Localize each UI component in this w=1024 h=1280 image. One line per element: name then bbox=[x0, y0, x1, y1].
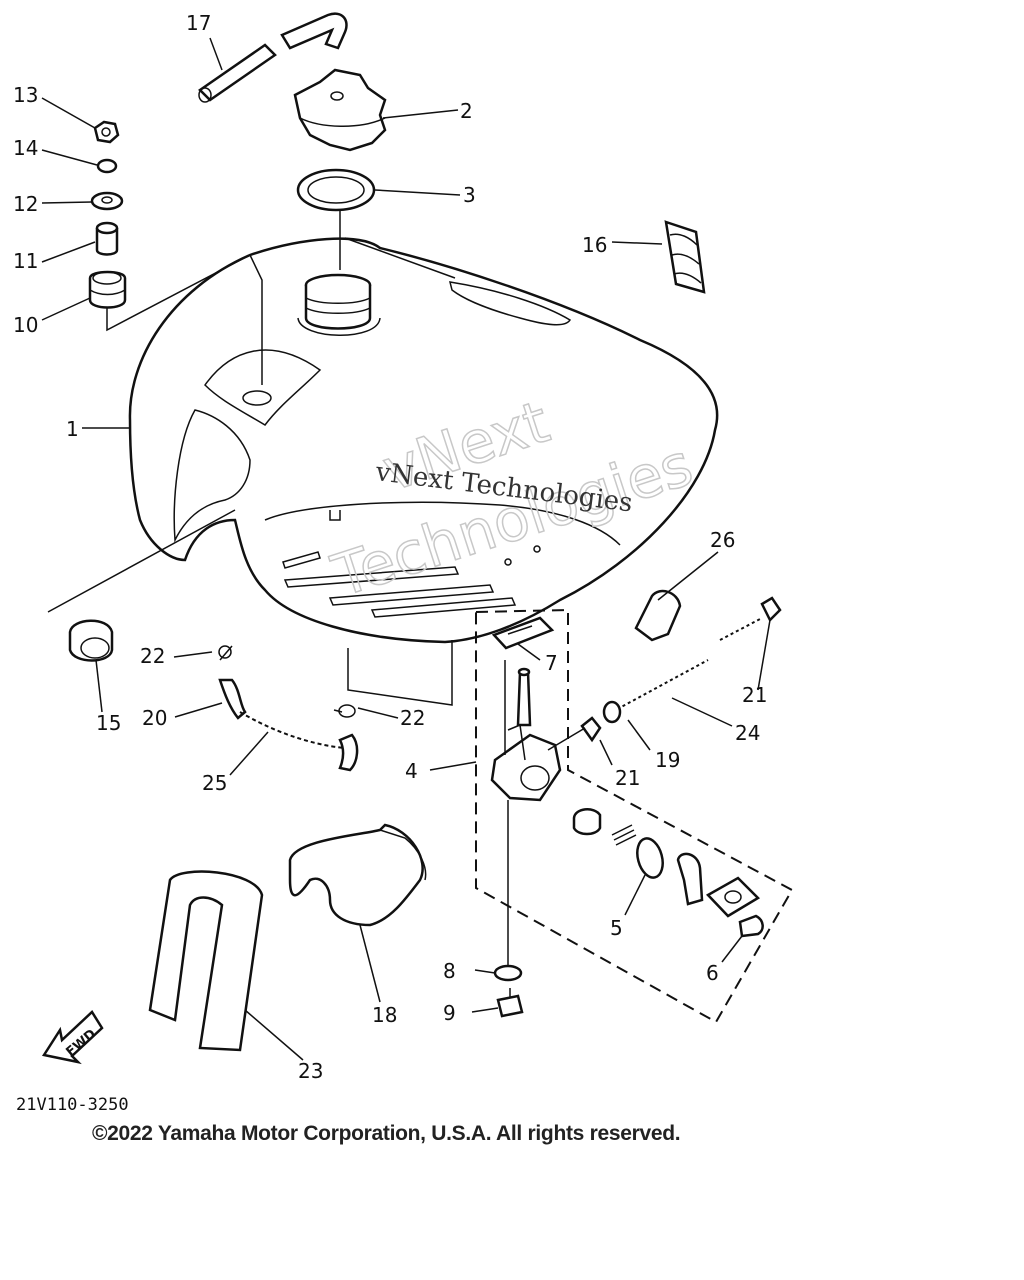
label-23: 23 bbox=[298, 1059, 323, 1083]
clip-upper bbox=[218, 645, 233, 661]
label-6: 6 bbox=[706, 961, 719, 985]
label-10: 10 bbox=[13, 313, 38, 337]
label-16: 16 bbox=[582, 233, 607, 257]
label-1: 1 bbox=[66, 417, 79, 441]
label-4: 4 bbox=[405, 759, 418, 783]
forward-arrow-icon: FWD bbox=[41, 1010, 104, 1065]
label-24: 24 bbox=[735, 721, 760, 745]
fuel-tank bbox=[128, 237, 719, 644]
filler-cap bbox=[293, 68, 387, 152]
label-20: 20 bbox=[142, 706, 167, 730]
label-3: 3 bbox=[463, 183, 476, 207]
tank-band bbox=[148, 870, 264, 1052]
label-21-left: 21 bbox=[615, 766, 640, 790]
label-21-right: 21 bbox=[742, 683, 767, 707]
leader-lines bbox=[41, 37, 771, 1061]
drawing-code: 21V110-3250 bbox=[16, 1095, 129, 1115]
label-7: 7 bbox=[545, 651, 558, 675]
damper-rubber bbox=[664, 220, 706, 294]
label-13: 13 bbox=[13, 83, 38, 107]
fuel-hose-with-protector bbox=[218, 678, 359, 772]
part-number-labels: 17 2 3 16 13 14 12 11 10 1 15 22 20 25 2… bbox=[13, 11, 767, 1083]
label-15: 15 bbox=[96, 711, 121, 735]
cushion bbox=[68, 619, 114, 662]
label-18: 18 bbox=[372, 1003, 397, 1027]
fuel-cock-assembly bbox=[475, 589, 794, 1024]
label-19: 19 bbox=[655, 748, 680, 772]
label-12: 12 bbox=[13, 192, 38, 216]
label-22-upper: 22 bbox=[140, 644, 165, 668]
seat-damper bbox=[288, 823, 427, 927]
label-5: 5 bbox=[610, 916, 623, 940]
label-17: 17 bbox=[186, 11, 211, 35]
label-26: 26 bbox=[710, 528, 735, 552]
label-8: 8 bbox=[443, 959, 456, 983]
gasket bbox=[296, 168, 376, 212]
label-9: 9 bbox=[443, 1001, 456, 1025]
label-25: 25 bbox=[202, 771, 227, 795]
hardware-stack bbox=[88, 120, 127, 309]
label-14: 14 bbox=[13, 136, 38, 160]
copyright-notice: ©2022 Yamaha Motor Corporation, U.S.A. A… bbox=[92, 1122, 681, 1145]
label-22-lower: 22 bbox=[400, 706, 425, 730]
label-11: 11 bbox=[13, 249, 38, 273]
clip-lower bbox=[333, 704, 356, 718]
breather-hose bbox=[198, 12, 348, 103]
label-2: 2 bbox=[460, 99, 473, 123]
